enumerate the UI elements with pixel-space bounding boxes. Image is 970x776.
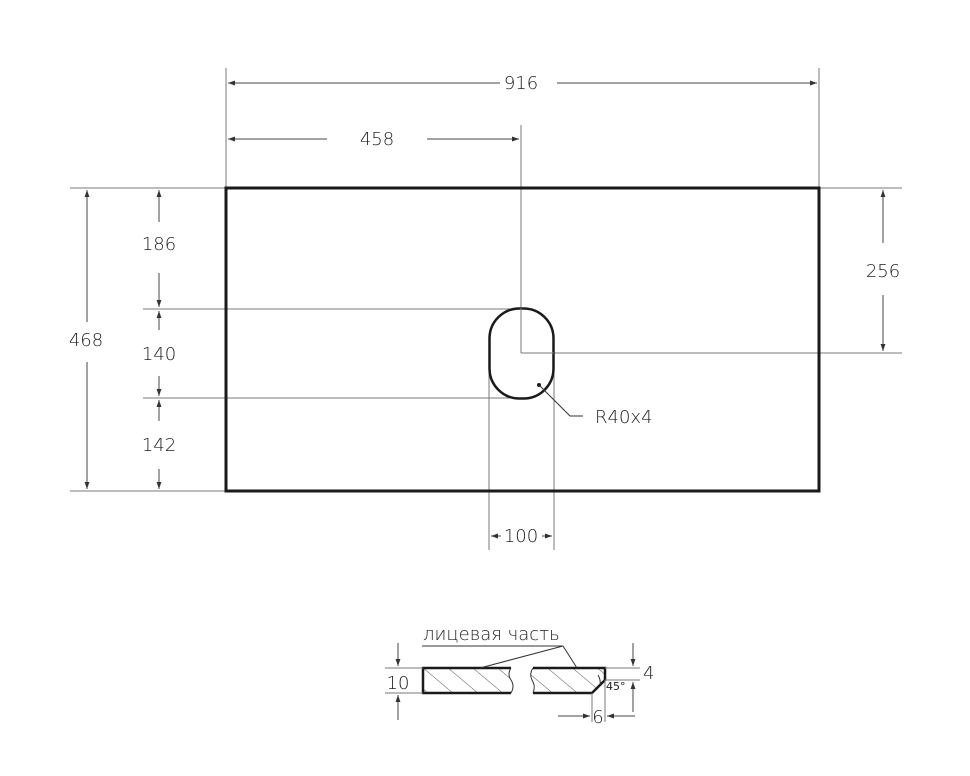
countertop-outline xyxy=(224,186,821,493)
dimension-thickness: 10 xyxy=(387,673,410,694)
dimension-hole-center-x: 458 xyxy=(360,129,394,150)
section-view: лицевая часть 10 4 45° 6 xyxy=(385,624,654,728)
dimension-hole-to-bottom: 142 xyxy=(142,435,176,456)
chamfer-angle-label: 45° xyxy=(606,680,626,693)
dimension-hole-height: 140 xyxy=(142,344,176,365)
face-leader-right xyxy=(562,645,578,669)
dimension-chamfer-height: 4 xyxy=(643,663,654,684)
dimension-top-to-hole-center: 256 xyxy=(866,261,900,282)
section-hatch-left xyxy=(423,668,513,693)
radius-leader-line xyxy=(538,384,583,417)
section-break-left xyxy=(508,667,514,694)
dimension-chamfer-width: 6 xyxy=(592,707,603,728)
face-side-label: лицевая часть xyxy=(423,624,560,645)
dimension-top-to-hole: 186 xyxy=(142,234,176,255)
section-break-right xyxy=(530,667,535,694)
dimension-hole-width: 100 xyxy=(504,526,538,547)
chamfer-angle-arc xyxy=(597,674,601,686)
plan-view: 916 458 468 186 140 142 256 100 R40x4 xyxy=(69,68,902,550)
section-hatch-right xyxy=(530,668,605,693)
dimension-overall-width: 916 xyxy=(504,73,538,94)
radius-label: R40x4 xyxy=(595,407,653,428)
section-outline-left xyxy=(421,666,511,695)
dimension-overall-depth: 468 xyxy=(69,330,103,351)
face-leader-left xyxy=(479,645,564,669)
